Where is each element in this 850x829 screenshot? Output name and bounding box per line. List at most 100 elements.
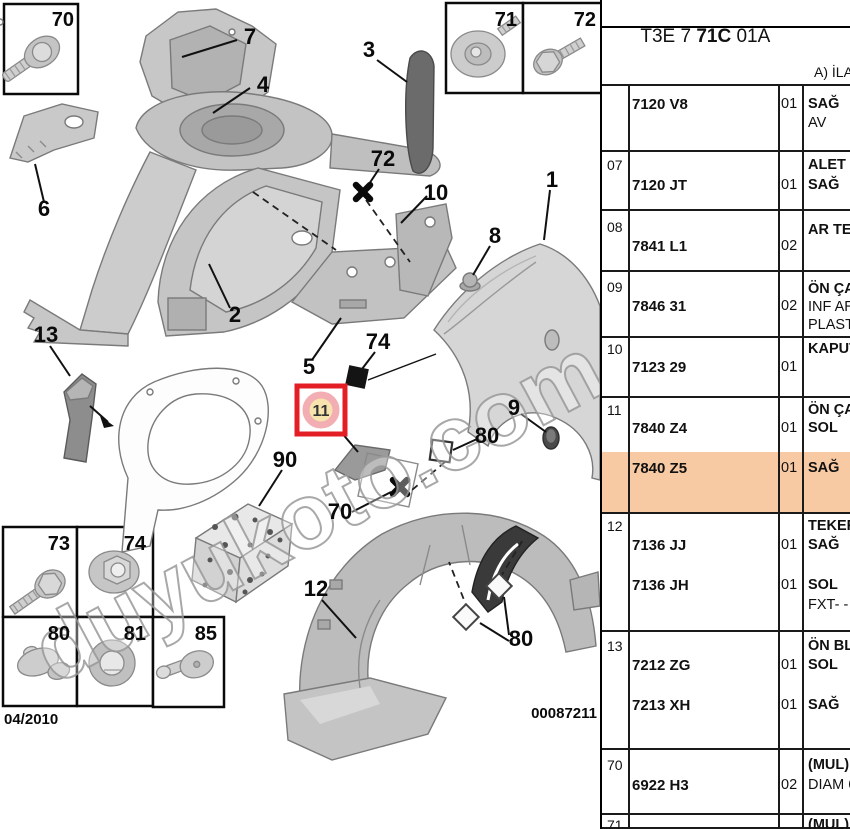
table-row-7120v8[interactable]: 7120 V8 01 SAĞ AV [602, 86, 850, 152]
table-row-08[interactable]: 08 AR TEK 7841 L1 02 [602, 211, 850, 272]
ref-number: 70 [607, 757, 623, 773]
table-row-71[interactable]: 71 (MUL) Y [602, 815, 850, 829]
quantity: 01 [781, 577, 798, 593]
table-row-70[interactable]: 70 (MUL) Y 6922 H3 02 DIAM 6 [602, 750, 850, 815]
part-number: 7136 JH [632, 577, 689, 594]
ref-number: 08 [607, 219, 623, 235]
doc-code-bar: T3E 7 71C 01A [602, 0, 850, 47]
inset-label-80: 80 [48, 623, 70, 645]
ref-number: 11 [607, 402, 622, 418]
callout-90[interactable]: 90 [273, 447, 297, 472]
diamond-marker-80-a [451, 602, 481, 632]
callout-1[interactable]: 1 [546, 167, 558, 192]
body-parts [0, 8, 601, 761]
inset-box-labels: 70 71 72 73 74 80 81 85 [48, 9, 596, 645]
quantity: 01 [781, 359, 798, 375]
description: ÖN ÇA [808, 281, 850, 297]
inset-label-73: 73 [48, 533, 70, 555]
table-row-12[interactable]: 12 TEKER 7136 JJ 01 SAĞ 7136 JH 01 SOL F… [602, 514, 850, 632]
date-label: 04/2010 [4, 711, 58, 728]
callout-8[interactable]: 8 [489, 223, 501, 248]
callout-2[interactable]: 2 [229, 302, 241, 327]
callout-12[interactable]: 12 [304, 576, 328, 601]
callout-70[interactable]: 70 [328, 499, 352, 524]
table-row-09[interactable]: 09 ÖN ÇA 7846 31 02 INF AR PLASTİ [602, 272, 850, 338]
doc-code-prefix: T3E 7 [640, 26, 697, 47]
grommet-81-icon [88, 639, 136, 687]
table-row-11[interactable]: 11 ÖN ÇA 7840 Z4 01 SOL 7840 Z5 01 SAĞ [602, 398, 850, 514]
inset-label-71: 71 [495, 9, 517, 31]
quantity: 01 [781, 420, 798, 436]
quantity: 01 [781, 460, 798, 476]
diamond-marker-80-b [484, 571, 514, 601]
part-13-bracket [63, 373, 97, 463]
description: TEKER [808, 518, 850, 534]
description: (MUL) Y [808, 817, 850, 829]
quantity: 02 [781, 298, 798, 314]
callout-5[interactable]: 5 [303, 354, 315, 379]
description: SAĞ [808, 697, 840, 713]
rivet-85-icon [155, 650, 214, 679]
callout-10[interactable]: 10 [424, 180, 448, 205]
part-number: 7120 JT [632, 177, 688, 194]
callout-3[interactable]: 3 [363, 37, 375, 62]
description: ÖN BLO [808, 638, 850, 654]
quantity: 01 [781, 537, 798, 553]
description: FXT- - ( [808, 597, 850, 613]
square-marker-80-upper [428, 438, 454, 464]
part-number: 7841 L1 [632, 238, 688, 255]
table-row-07[interactable]: 07 ALET M 7120 JT 01 SAĞ [602, 152, 850, 211]
description: AR TEK [808, 222, 850, 238]
exploded-parts-diagram: duyukoto.com 7 4 3 6 2 13 5 74 72 10 8 1… [0, 1, 620, 761]
callout-80-upper[interactable]: 80 [475, 423, 499, 448]
part-number: 7136 JJ [632, 537, 687, 554]
description: SAĞ [808, 460, 840, 476]
inset-label-70: 70 [52, 9, 74, 31]
description: PLASTİ [808, 317, 850, 333]
square-marker-74 [345, 365, 369, 389]
quantity: 01 [781, 96, 798, 112]
inset-label-85: 85 [195, 623, 217, 645]
ref-number: 09 [607, 279, 623, 295]
callout-74[interactable]: 74 [366, 329, 391, 354]
part-number: 7213 XH [632, 697, 691, 714]
part-number: 7120 V8 [632, 96, 688, 113]
callout-7[interactable]: 7 [244, 24, 256, 49]
fastener-sketches [1, 15, 586, 687]
header-note: A) İLA [814, 64, 850, 80]
headlamp-surround-panel [118, 367, 269, 553]
part-8-bolt [459, 272, 481, 292]
ref-number: 07 [607, 157, 623, 173]
callout-9[interactable]: 9 [508, 395, 520, 420]
inset-label-72: 72 [574, 9, 596, 31]
bolt-72-icon [533, 37, 586, 76]
ref-number: 10 [607, 341, 623, 357]
inset-label-74: 74 [124, 533, 147, 555]
part-number: 7123 29 [632, 359, 687, 376]
part-10-bracket [395, 203, 453, 297]
callout-4[interactable]: 4 [257, 72, 270, 97]
callout-72[interactable]: 72 [371, 146, 395, 171]
quantity: 02 [781, 777, 798, 793]
callout-6[interactable]: 6 [38, 196, 50, 221]
description: ÖN ÇA [808, 402, 850, 418]
screw-70-icon [1, 35, 61, 82]
flange-nut-74-icon [88, 550, 140, 594]
part-11-clip-outline [357, 452, 419, 508]
description: SOL [808, 657, 838, 673]
fastener-markers [345, 181, 514, 632]
table-row-10[interactable]: 10 KAPUT 7123 29 01 [602, 338, 850, 398]
quantity: 01 [781, 657, 798, 673]
highlighted-row-band[interactable] [602, 452, 850, 512]
table-row-13[interactable]: 13 ÖN BLO 7212 ZG 01 SOL 7213 XH 01 SAĞ [602, 632, 850, 750]
description: SOL [808, 577, 838, 593]
selected-part-marker-11[interactable]: 11 [294, 383, 348, 437]
column-divider [628, 86, 630, 829]
ref-number: 12 [607, 518, 623, 534]
callout-80-lower[interactable]: 80 [509, 626, 533, 651]
callout-13[interactable]: 13 [34, 322, 58, 347]
dashed-lines [252, 191, 525, 611]
description: (MUL) Y [808, 757, 850, 773]
description: SAĞ [808, 177, 840, 193]
